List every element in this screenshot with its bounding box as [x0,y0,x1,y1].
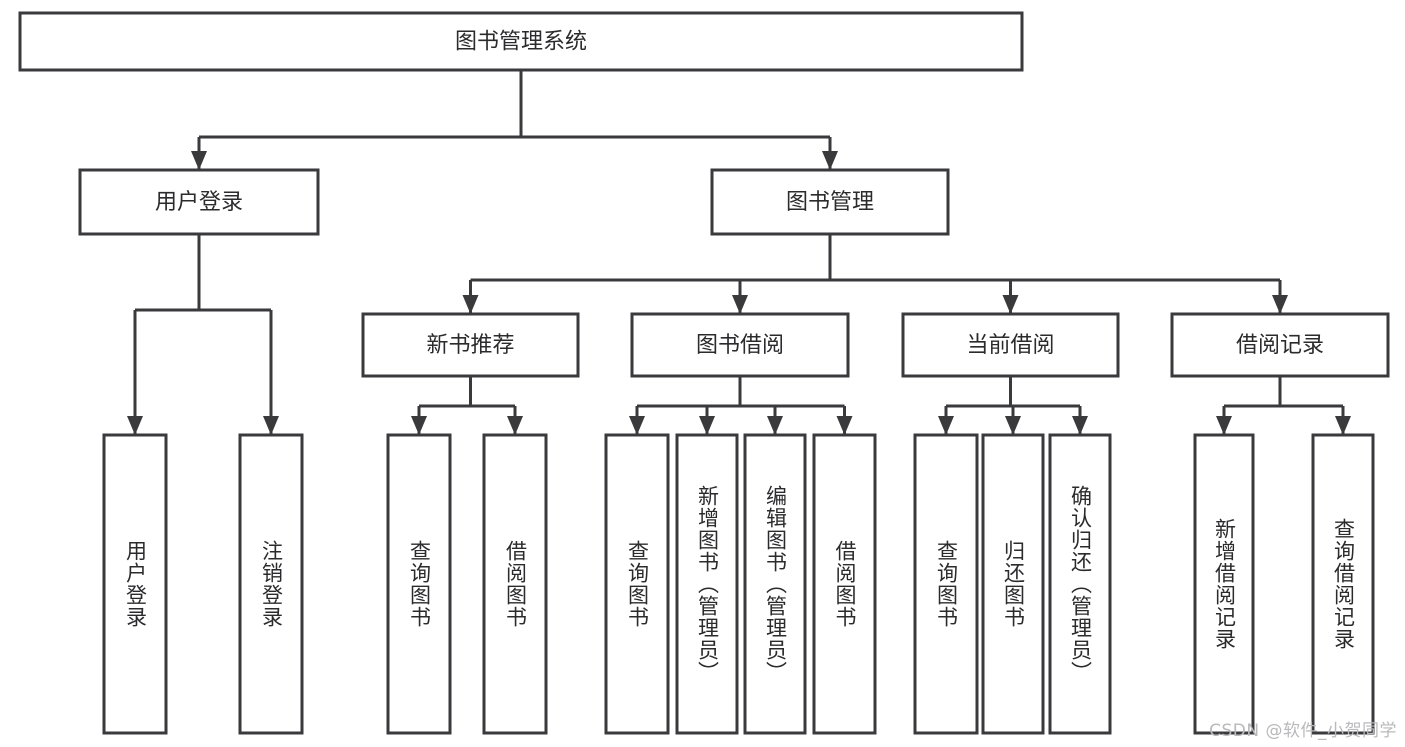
edge-arrowhead [462,295,479,314]
edge-arrowhead [938,416,954,435]
node-box-user-login[interactable] [78,168,320,236]
node-label-new-book-rec: 新书推荐 [426,333,514,358]
edge-arrowhead [767,416,783,435]
edge-arrowhead [191,151,207,170]
node-box-leaf-logout[interactable] [238,433,304,735]
node-box-book-manage[interactable] [710,168,950,236]
node-label-user-login: 用户登录 [155,190,243,215]
edge-arrowhead [629,416,645,435]
node-box-leaf-return-book[interactable] [981,433,1045,735]
node-label-book-manage: 图书管理 [786,190,874,215]
node-box-leaf-confirm-return[interactable] [1048,433,1112,735]
edge-arrowhead [263,416,279,435]
node-box-current-borrow[interactable] [901,312,1120,378]
edge-arrowhead [836,416,853,435]
node-box-root[interactable] [18,11,1024,72]
node-box-leaf-add-book[interactable] [675,433,739,735]
node-label-root: 图书管理系统 [455,30,587,55]
node-box-borrow-record[interactable] [1170,312,1390,378]
node-box-leaf-query-book-bb[interactable] [604,433,670,735]
edge-arrowhead [1272,295,1288,314]
boxes-layer [18,11,1390,735]
node-box-leaf-edit-book[interactable] [743,433,807,735]
node-box-new-book-rec[interactable] [361,312,580,378]
edge-arrowhead [1072,416,1088,435]
node-label-borrow-record: 借阅记录 [1236,333,1324,358]
edge-arrowhead [1005,416,1021,435]
edge-arrowhead [822,151,838,170]
edge-arrowhead [1002,295,1019,314]
edge-arrowhead [507,416,523,435]
edge-arrowhead [1335,416,1351,435]
node-box-leaf-query-record[interactable] [1311,433,1375,735]
edge-arrowhead [699,416,715,435]
edge-arrowhead [732,295,748,314]
node-box-leaf-add-record[interactable] [1193,433,1255,735]
node-box-leaf-user-login[interactable] [102,433,168,735]
node-box-leaf-borrow-book-bb[interactable] [812,433,877,735]
edge-arrowhead [411,416,427,435]
node-box-leaf-query-book-cb[interactable] [913,433,979,735]
edge-arrowhead [1216,416,1232,435]
node-box-leaf-query-book-rec[interactable] [386,433,452,735]
edges-layer [127,70,1351,435]
node-label-book-borrow: 图书借阅 [696,333,784,358]
edge-arrowhead [127,416,143,435]
node-box-book-borrow[interactable] [630,312,850,378]
node-label-current-borrow: 当前借阅 [966,333,1054,358]
watermark-text: CSDN @软件_小贺同学 [1209,721,1397,741]
node-box-leaf-borrow-book-rec[interactable] [482,433,548,735]
